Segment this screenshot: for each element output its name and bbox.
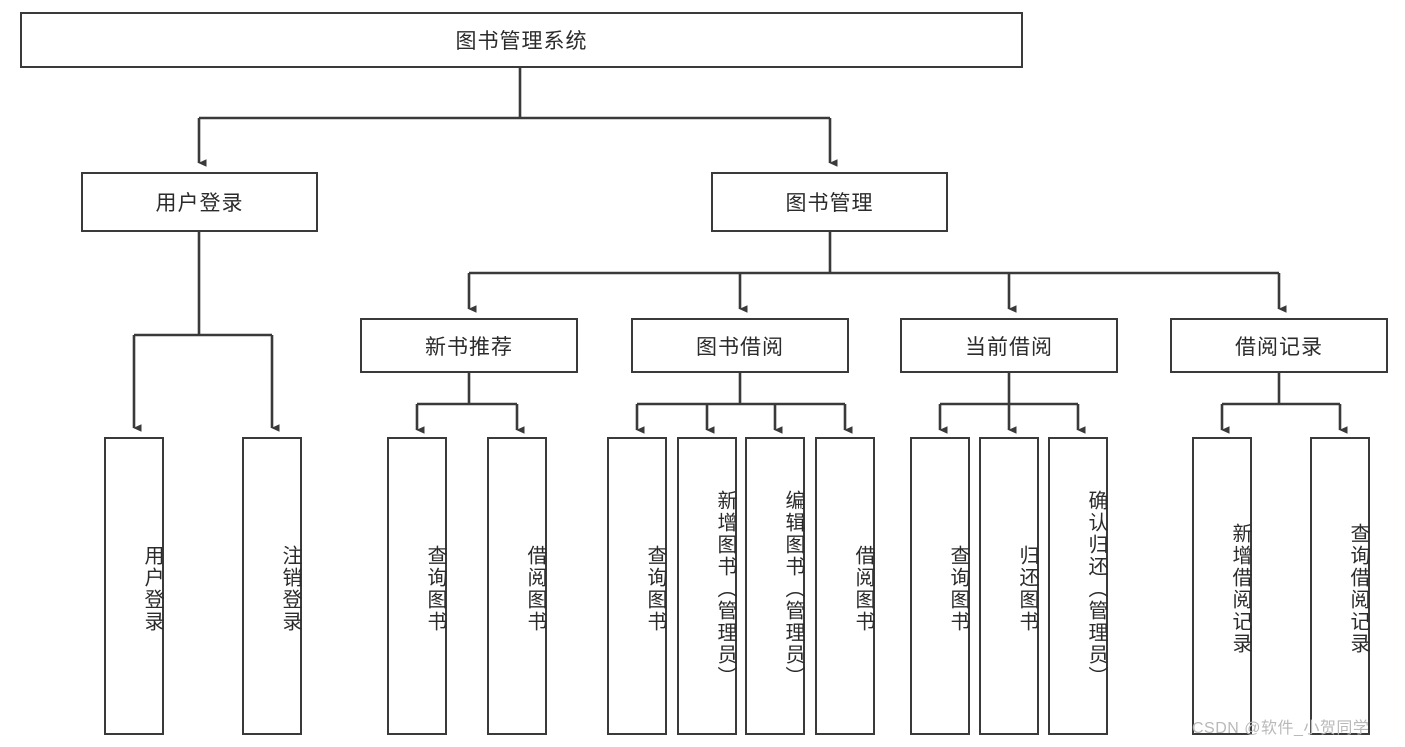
node-book-borrow-label: 图书借阅 [696,335,784,359]
node-root-label: 图书管理系统 [455,30,588,53]
leaf-current-confirm-return-admin[interactable]: 确认归还（管理员） [1048,437,1108,735]
leaf-label: 确认归还（管理员） [1085,490,1107,688]
leaf-label: 新增图书（管理员） [714,490,736,688]
node-borrow-record-label: 借阅记录 [1235,335,1323,359]
leaf-label: 新增借阅记录 [1229,523,1251,655]
leaf-label: 查询图书 [644,545,666,633]
leaf-borrow-edit-book-admin[interactable]: 编辑图书（管理员） [745,437,805,735]
node-current-borrow[interactable]: 当前借阅 [900,318,1118,373]
leaf-recommend-query-book[interactable]: 查询图书 [387,437,447,735]
node-new-book-recommend[interactable]: 新书推荐 [360,318,578,373]
leaf-label: 查询借阅记录 [1347,523,1369,655]
leaf-current-return-book[interactable]: 归还图书 [979,437,1039,735]
leaf-label: 查询图书 [424,545,446,633]
node-borrow-record[interactable]: 借阅记录 [1170,318,1388,373]
node-new-book-recommend-label: 新书推荐 [425,335,513,359]
leaf-current-query-book[interactable]: 查询图书 [910,437,970,735]
node-current-borrow-label: 当前借阅 [965,335,1053,359]
leaf-borrow-add-book-admin[interactable]: 新增图书（管理员） [677,437,737,735]
node-book-management-label: 图书管理 [785,192,874,215]
watermark: CSDN @软件_小贺同学 [1192,720,1370,737]
leaf-label: 归还图书 [1016,545,1038,633]
leaf-record-add-record[interactable]: 新增借阅记录 [1192,437,1252,735]
leaf-user-login-login[interactable]: 用户登录 [104,437,164,735]
leaf-record-query-record[interactable]: 查询借阅记录 [1310,437,1370,735]
leaf-label: 借阅图书 [524,545,546,633]
leaf-user-login-logout[interactable]: 注销登录 [242,437,302,735]
leaf-recommend-borrow-book[interactable]: 借阅图书 [487,437,547,735]
node-root[interactable]: 图书管理系统 [20,12,1023,68]
leaf-borrow-borrow-book[interactable]: 借阅图书 [815,437,875,735]
leaf-label: 用户登录 [141,545,163,633]
node-user-login-label: 用户登录 [155,192,244,215]
node-book-borrow[interactable]: 图书借阅 [631,318,849,373]
node-book-management[interactable]: 图书管理 [711,172,948,232]
leaf-label: 借阅图书 [852,545,874,633]
leaf-label: 注销登录 [279,545,301,633]
leaf-label: 查询图书 [947,545,969,633]
node-user-login[interactable]: 用户登录 [81,172,318,232]
leaf-label: 编辑图书（管理员） [782,490,804,688]
leaf-borrow-query-book[interactable]: 查询图书 [607,437,667,735]
